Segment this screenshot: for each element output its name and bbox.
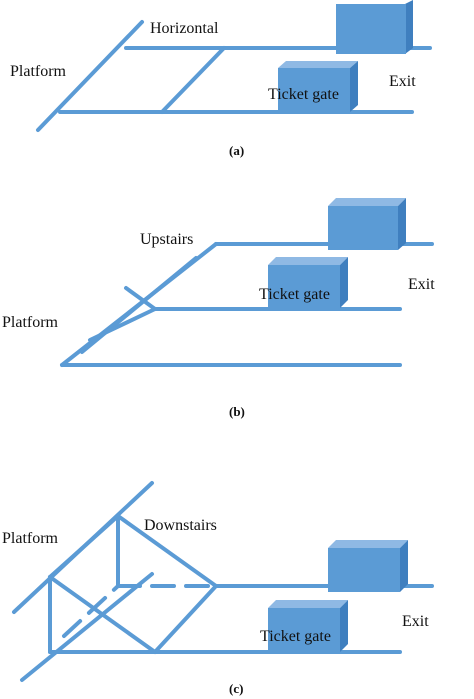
panel-b-caption: (b) — [229, 404, 245, 419]
panel-c-label-exit: Exit — [402, 613, 429, 630]
panel-a-caption: (a) — [229, 143, 244, 158]
panel-a-label-horizontal: Horizontal — [150, 20, 219, 37]
panel-c-platform-diagonal-lower — [20, 572, 154, 682]
panel-a-exit-box — [336, 0, 413, 54]
panel-c-label-platform: Platform — [2, 530, 59, 547]
panel-b-label-upstairs: Upstairs — [140, 231, 193, 248]
panel-b-stair-branch-top — [124, 286, 157, 311]
panel-a-connector — [160, 46, 226, 114]
panel-c-stair-front-to-lower — [48, 575, 157, 654]
panel-b-exit-box — [328, 198, 406, 250]
panel-c-label-downstairs: Downstairs — [144, 517, 217, 534]
panel-a-label-platform: Platform — [10, 63, 67, 80]
panel-c-top-edge — [48, 514, 120, 579]
panel-a-ticket-gate-box — [278, 61, 358, 112]
panel-c: Platform Downstairs Ticket gate Exit (c) — [2, 481, 434, 696]
panel-b: Upstairs Platform Ticket gate Exit (b) — [2, 198, 435, 419]
panel-b-stair-inner — [80, 256, 198, 354]
panel-c-exit-box — [328, 540, 408, 592]
panel-a-label-ticket-gate: Ticket gate — [268, 86, 339, 103]
panel-b-label-platform: Platform — [2, 314, 59, 331]
panel-c-stair-lower-to-corridor — [153, 584, 218, 654]
panel-a: Horizontal Platform Ticket gate Exit (a) — [10, 0, 432, 158]
panel-b-stair-branch-bottom — [88, 307, 157, 342]
panel-b-ticket-gate-box — [268, 257, 348, 308]
panel-a-platform-diagonal — [36, 20, 144, 132]
panel-b-label-ticket-gate: Ticket gate — [259, 286, 330, 303]
panel-c-ticket-gate-box — [268, 600, 348, 652]
panel-c-label-ticket-gate: Ticket gate — [260, 628, 331, 645]
panel-c-caption: (c) — [229, 681, 243, 696]
panel-b-label-exit: Exit — [408, 276, 435, 293]
panel-c-stair-top-to-corridor — [116, 514, 218, 588]
panel-a-label-exit: Exit — [389, 73, 416, 90]
panel-c-front-dashed-diagonal — [62, 584, 120, 638]
